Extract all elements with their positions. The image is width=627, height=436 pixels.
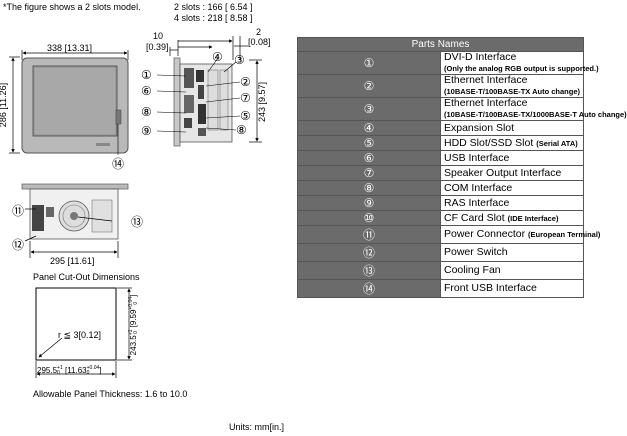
- callout-9: ⑨: [141, 124, 152, 138]
- part-name: Ethernet Interface(10BASE-T/100BASE-TX/1…: [440, 97, 627, 121]
- part-name: DVI-D Interface(Only the analog RGB outp…: [440, 51, 599, 75]
- part-number: ⑤: [297, 135, 441, 151]
- callout-6: ⑥: [141, 84, 152, 98]
- corner-radius-label: r ≦ 3[0.12]: [58, 330, 102, 340]
- part-number: ⑫: [297, 243, 441, 262]
- part-number: ⑥: [297, 150, 441, 166]
- callout-12: ⑫: [12, 238, 25, 252]
- units-label: Units: mm[in.]: [229, 422, 285, 432]
- callout-13: ⑬: [131, 215, 144, 229]
- part-number: ⑩: [297, 210, 441, 226]
- callout-1: ①: [141, 68, 152, 82]
- front-width-label: 338 [13.31]: [47, 43, 93, 53]
- parts-table-header: Parts Names: [297, 37, 584, 52]
- part-name: Power Connector (European Terminal): [440, 225, 600, 244]
- part-number: ⑬: [297, 261, 441, 280]
- part-name: Cooling Fan: [440, 261, 584, 280]
- side-height-label: 243 [9.57]: [257, 81, 267, 123]
- model-note: *The figure shows a 2 slots model.: [3, 2, 141, 12]
- part-number: ③: [297, 97, 441, 121]
- callout-11: ⑪: [12, 204, 25, 218]
- part-name: CF Card Slot (IDE Interface): [440, 210, 584, 226]
- dim-2-label: 2: [256, 27, 262, 37]
- depth-4slots-label: 4 slots : 218 [ 8.58 ]: [174, 13, 253, 23]
- part-name: RAS Interface: [440, 195, 584, 211]
- part-number: ⑦: [297, 165, 441, 181]
- dim-10-in-label: [0.39]: [146, 42, 169, 52]
- callout-7: ⑦: [240, 91, 251, 105]
- cutout-title: Panel Cut-Out Dimensions: [33, 272, 140, 282]
- callout-8: ⑧: [141, 105, 152, 119]
- part-number: ⑭: [297, 279, 441, 298]
- part-name: Front USB Interface: [440, 279, 584, 298]
- panel-thickness-label: Allowable Panel Thickness: 1.6 to 10.0: [33, 389, 188, 399]
- callout-14: ⑭: [112, 157, 125, 171]
- part-name: Expansion Slot: [440, 120, 584, 136]
- front-height-label: 286 [11.26]: [0, 82, 8, 128]
- part-number: ②: [297, 74, 441, 98]
- part-number: ⑨: [297, 195, 441, 211]
- depth-2slots-label: 2 slots : 166 [ 6.54 ]: [174, 2, 253, 12]
- dim-10-label: 10: [153, 31, 164, 41]
- cutout-drawing: [35, 287, 117, 361]
- bottom-view-drawing: [21, 183, 129, 240]
- bottom-width-label: 295 [11.61]: [50, 256, 95, 266]
- part-name: HDD Slot/SSD Slot (Serial ATA): [440, 135, 584, 151]
- part-number: ⑧: [297, 180, 441, 196]
- dimension-drawing: [9, 36, 262, 378]
- part-name: Power Switch: [440, 243, 584, 262]
- side-view-drawing: [173, 57, 233, 147]
- callout-8b: ⑧: [236, 123, 247, 137]
- part-name: Ethernet Interface(10BASE-T/100BASE-TX A…: [440, 74, 584, 98]
- callout-3: ③: [234, 53, 245, 67]
- part-name: USB Interface: [440, 150, 584, 166]
- dim-2-in-label: [0.08]: [248, 37, 271, 47]
- part-name: Speaker Output Interface: [440, 165, 584, 181]
- part-number: ①: [297, 51, 441, 75]
- callout-5: ⑤: [240, 109, 251, 123]
- callout-4: ④: [212, 50, 223, 64]
- callout-2: ②: [240, 75, 251, 89]
- part-number: ⑪: [297, 225, 441, 244]
- part-number: ④: [297, 120, 441, 136]
- part-name: COM Interface: [440, 180, 584, 196]
- front-panel-drawing: [21, 57, 129, 155]
